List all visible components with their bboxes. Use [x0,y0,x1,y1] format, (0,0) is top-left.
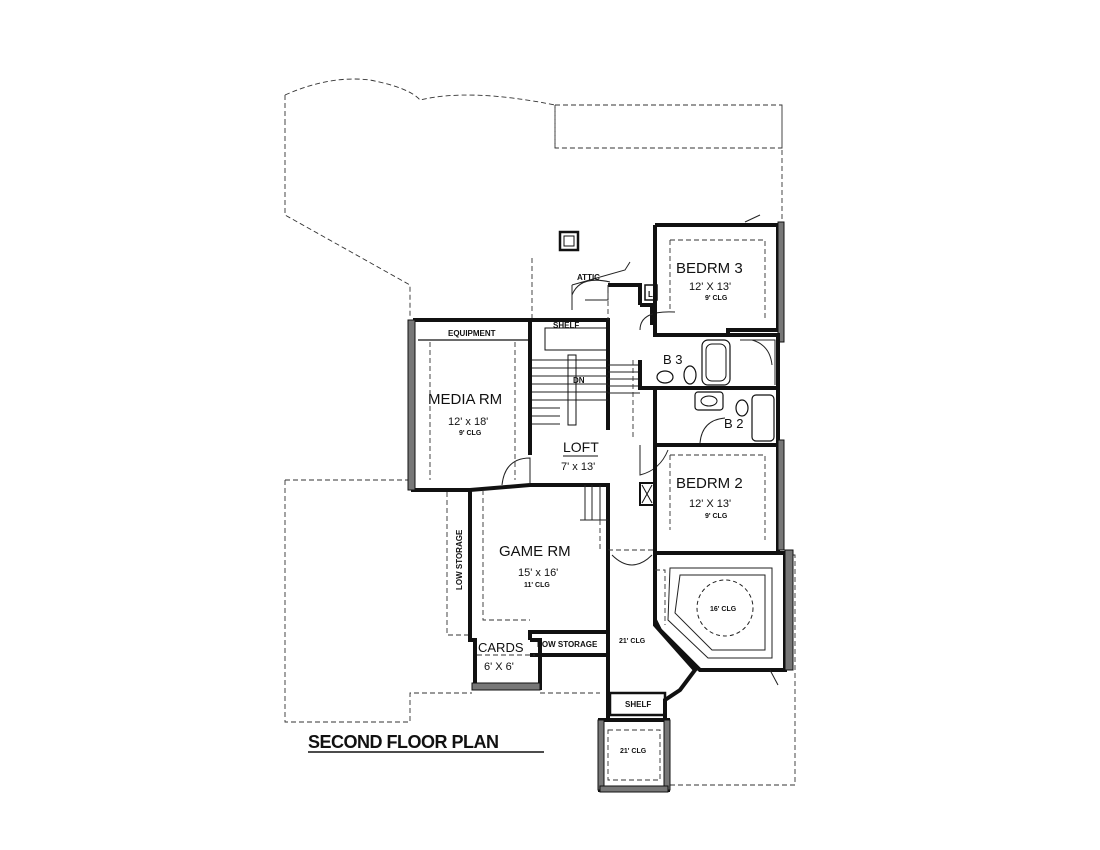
bedroom-3-name: BEDRM 3 [676,260,743,277]
bedroom-2-name: BEDRM 2 [676,475,743,492]
game-room: LOW STORAGE LOW STORAGE [455,490,610,691]
bedroom-3-size: 12' X 13' [689,281,731,293]
ceiling-16-label: 16' CLG [710,606,737,613]
low-storage-left-label: LOW STORAGE [455,529,464,590]
loft-area: L [530,283,676,550]
cards-size: 6' X 6' [484,661,514,673]
entry-bay: SHELF 21' CLG [597,691,671,793]
attic-label: ATTIC [577,273,600,282]
media-room-ceiling: 9' CLG [459,430,482,437]
ceiling-21-upper-label: 21' CLG [619,638,646,645]
loft-size: 7' x 13' [561,461,595,473]
game-room-ceiling: 11' CLG [524,582,550,589]
vaulted-room: 16' CLG [653,549,794,686]
media-room-size: 12' x 18' [448,416,488,428]
game-room-labels: GAME RM 15' x 16' 11' CLG [499,543,571,589]
down-arrow-label: DN [573,376,585,385]
bath-3 [638,333,780,390]
game-room-size: 15' x 16' [518,567,558,579]
bath-2 [653,388,780,447]
game-room-name: GAME RM [499,543,571,560]
media-room-name: MEDIA RM [428,391,502,408]
foyer-two-story: 21' CLG [598,549,698,790]
plan-title-text: SECOND FLOOR PLAN [308,732,499,752]
bedroom-2-labels: BEDRM 2 12' X 13' 9' CLG [676,475,743,520]
staircase: DN SHELF [530,318,640,430]
bedroom-2 [653,439,785,555]
chimney-box [558,230,580,252]
loft-name: LOFT [563,439,599,455]
loft-labels: LOFT 7' x 13' [561,439,599,473]
bath-2-name: B 2 [724,416,744,431]
bedroom-2-size: 12' X 13' [689,498,731,510]
ceiling-21-lower-label: 21' CLG [620,748,647,755]
plan-title: SECOND FLOOR PLAN [308,732,544,753]
bath-3-name: B 3 [663,352,683,367]
shelf-top-label: SHELF [553,321,579,330]
linen-closet-label: L [648,290,653,299]
media-room-labels: MEDIA RM 12' x 18' 9' CLG [428,391,502,437]
bedroom-3-labels: BEDRM 3 12' X 13' 9' CLG [676,260,743,302]
bedroom-3 [653,214,785,343]
shelf-bottom-label: SHELF [625,700,651,709]
cards-name: CARDS [478,640,524,655]
equipment-label: EQUIPMENT [448,329,496,338]
low-storage-bottom-label: LOW STORAGE [537,640,598,649]
bedroom-3-ceiling: 9' CLG [705,295,728,302]
bedroom-2-ceiling: 9' CLG [705,513,728,520]
cards-labels: CARDS 6' X 6' [478,640,524,673]
